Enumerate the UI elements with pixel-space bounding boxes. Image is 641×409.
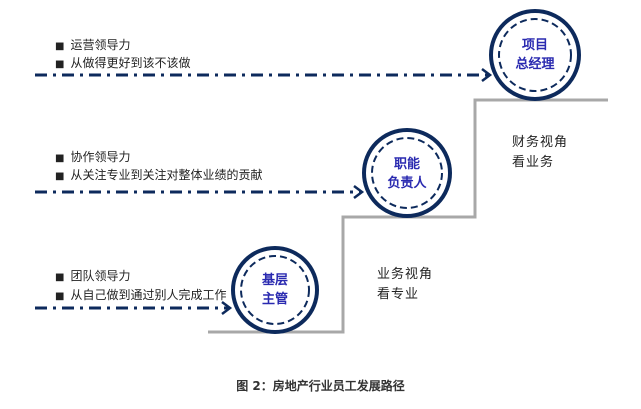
- arrowhead-icon: [353, 185, 365, 199]
- figure-caption: 图 2：房地产行业员工发展路径: [236, 379, 405, 393]
- view-label-1: 业务视角看专业: [377, 267, 434, 302]
- role-label-3: 项目总经理: [515, 38, 555, 72]
- bullet-item: 从做得更好到该不该做: [55, 54, 190, 71]
- bullet-item: 从关注专业到关注对整体业绩的贡献: [55, 166, 262, 183]
- view-label-2: 财务视角看业务: [512, 135, 569, 170]
- bullet-item: 协作领导力: [55, 148, 130, 165]
- role-label-2: 职能负责人: [387, 157, 427, 191]
- bullet-item: 团队领导力: [55, 267, 130, 284]
- role-label-1: 基层主管: [261, 273, 288, 307]
- bullet-item: 从自己做到通过别人完成工作: [55, 286, 226, 303]
- arrowhead-icon: [221, 301, 233, 315]
- arrowhead-icon: [481, 68, 493, 82]
- bullet-item: 运营领导力: [55, 36, 130, 53]
